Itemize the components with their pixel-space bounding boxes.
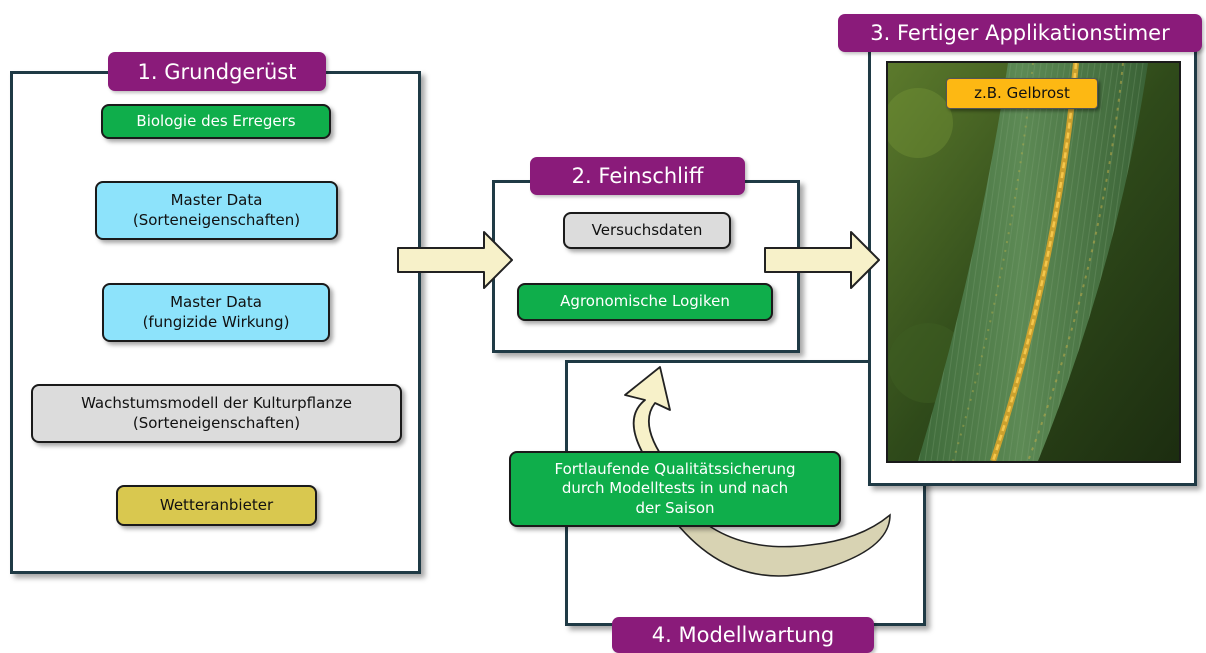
panel-feinschliff (492, 180, 800, 353)
photo-label-gelbrost: z.B. Gelbrost (946, 78, 1098, 109)
panel-title-applikationstimer: 3. Fertiger Applikationstimer (838, 14, 1202, 52)
box-wetteranbieter-label: Wetteranbieter (159, 495, 274, 514)
box-wachstumsmodell-line2: (Sorteneigenschaften) (132, 413, 301, 432)
box-master-data-sorten: Master Data (Sorteneigenschaften) (95, 181, 338, 240)
box-master-data-fungizid-line1: Master Data (170, 293, 262, 311)
arrow-right-1 (397, 231, 513, 289)
box-qualitaetssicherung-line1: Fortlaufende Qualitätssicherung (554, 459, 796, 478)
box-agronomische-logiken: Agronomische Logiken (517, 283, 773, 321)
panel-title-modellwartung: 4. Modellwartung (612, 617, 874, 653)
box-qualitaetssicherung: Fortlaufende Qualitätssicherung durch Mo… (509, 451, 841, 527)
arrow-right-2-shape (764, 231, 880, 289)
box-wetteranbieter: Wetteranbieter (116, 485, 317, 526)
box-master-data-fungizid-line2: (fungizide Wirkung) (142, 312, 290, 331)
box-master-data-sorten-line1: Master Data (170, 191, 263, 209)
leaf-photo (886, 61, 1181, 463)
box-qualitaetssicherung-line3: der Saison (635, 498, 715, 517)
box-biologie-label: Biologie des Erregers (136, 111, 296, 130)
panel-title-feinschliff: 2. Feinschliff (530, 157, 745, 195)
box-qualitaetssicherung-line2: durch Modelltests in und nach (561, 479, 789, 498)
curved-feedback-arrow (624, 366, 891, 577)
box-wachstumsmodell-line1: Wachstumsmodell der Kulturpflanze (81, 394, 352, 412)
box-master-data-sorten-line2: (Sorteneigenschaften) (132, 210, 301, 229)
box-biologie-des-erregers: Biologie des Erregers (101, 104, 331, 139)
leaf-image (888, 63, 1179, 461)
box-versuchsdaten: Versuchsdaten (563, 212, 731, 249)
photo-label-text: z.B. Gelbrost (974, 83, 1070, 102)
box-agronomische-logiken-label: Agronomische Logiken (560, 292, 730, 311)
box-master-data-fungizid: Master Data (fungizide Wirkung) (102, 283, 330, 342)
arrow-right-1-shape (397, 231, 513, 289)
curved-arrow-head (624, 366, 671, 466)
panel-title-grundgeruest: 1. Grundgerüst (108, 52, 326, 91)
curved-arrow-tail (668, 504, 891, 577)
box-versuchsdaten-label: Versuchsdaten (591, 220, 703, 239)
arrow-right-2 (764, 231, 880, 289)
box-wachstumsmodell: Wachstumsmodell der Kulturpflanze (Sorte… (31, 384, 402, 443)
